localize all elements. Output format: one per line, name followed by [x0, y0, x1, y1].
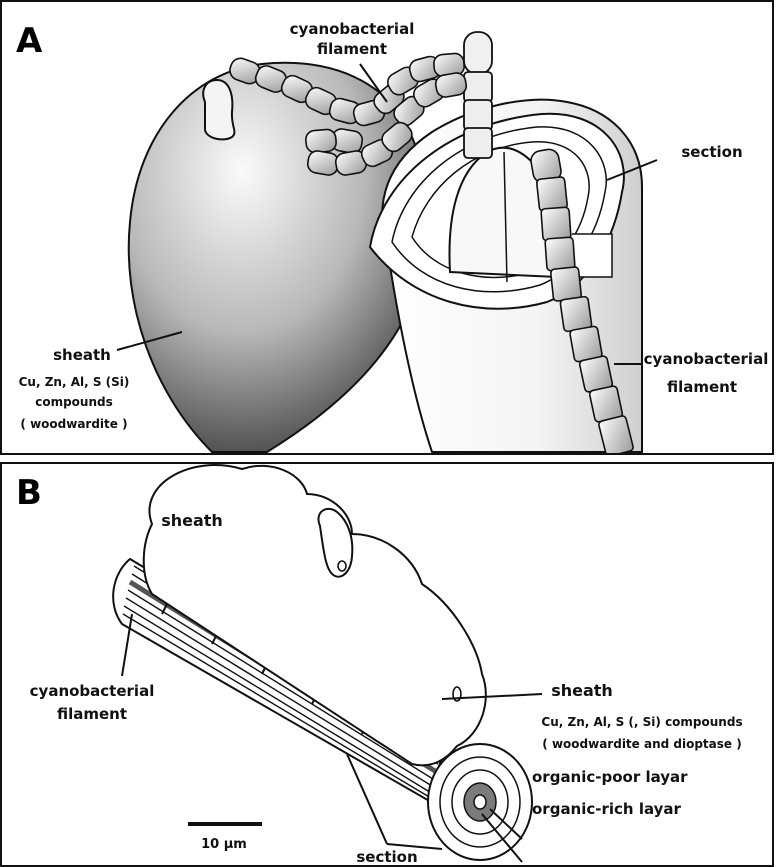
- label-composition-line1: Cu, Zn, Al, S (Si): [19, 375, 130, 389]
- label-composition-b-line1: Cu, Zn, Al, S (, Si) compounds: [541, 715, 742, 729]
- label-organic-rich: organic-rich layar: [532, 800, 682, 818]
- label-sheath: sheath: [53, 346, 111, 364]
- scale-bar-label: 10 μm: [201, 837, 247, 852]
- sheath-nub: [203, 80, 234, 139]
- label-filament-right-line1: cyanobacterial: [644, 350, 769, 368]
- label-filament-right-line2: filament: [667, 378, 737, 396]
- panel-a-diagram: A cyanobacterial filament section sheath…: [2, 2, 774, 455]
- label-composition-line2: compounds: [35, 395, 113, 409]
- label-filament-b-line1: cyanobacterial: [30, 682, 155, 700]
- label-organic-poor: organic-poor layar: [532, 768, 688, 786]
- label-section-b: section: [356, 848, 417, 866]
- label-composition-b-line2: ( woodwardite and dioptase ): [542, 737, 741, 751]
- panel-a-letter: A: [16, 21, 43, 61]
- label-section: section: [681, 143, 742, 161]
- panel-b: 10 μm B sheath cyanobacterial filament s…: [0, 462, 774, 867]
- center-vertical-filament: [464, 32, 492, 158]
- label-filament-top-line1: cyanobacterial: [290, 20, 415, 38]
- label-filament-b-line2: filament: [57, 705, 127, 723]
- panel-b-diagram: 10 μm B sheath cyanobacterial filament s…: [2, 464, 774, 867]
- label-composition-line3: ( woodwardite ): [20, 417, 127, 431]
- cross-section-end: [428, 744, 532, 860]
- label-filament-top-line2: filament: [317, 40, 387, 58]
- panel-b-letter: B: [16, 473, 42, 513]
- sheath-pore-1: [338, 561, 346, 571]
- panel-a: A cyanobacterial filament section sheath…: [0, 0, 774, 455]
- label-sheath-top: sheath: [161, 511, 223, 530]
- label-sheath-right: sheath: [551, 681, 613, 700]
